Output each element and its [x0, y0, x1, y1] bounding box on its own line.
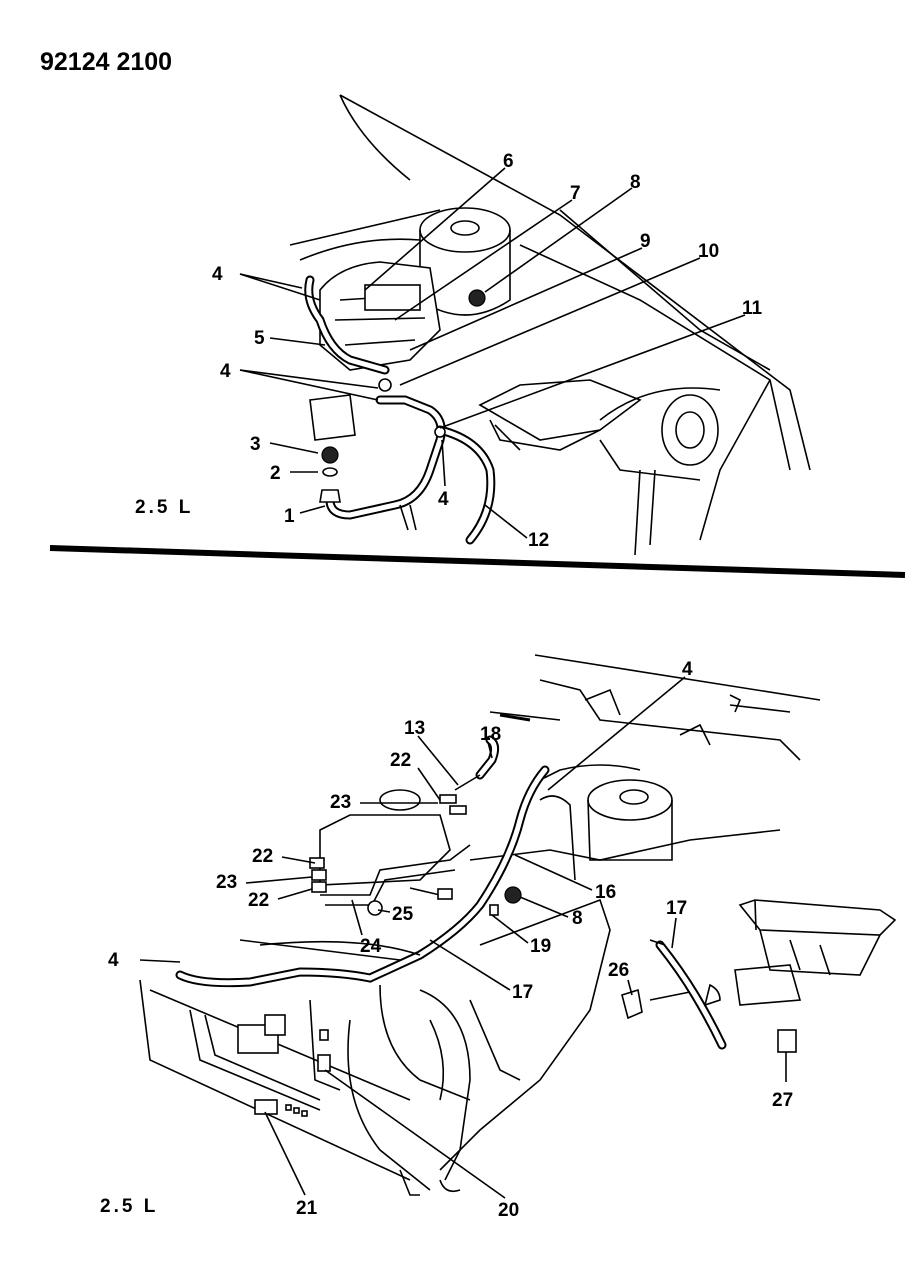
bottom-view-leaders: [139, 676, 787, 1199]
callout-12: 12: [528, 530, 549, 551]
engine-label-bottom: 2.5 L: [100, 1196, 158, 1217]
callout-8: 8: [630, 172, 641, 193]
callout-27: 27: [772, 1090, 793, 1111]
bottom-view-illustration: [139, 654, 897, 1196]
callout-2: 2: [270, 463, 281, 484]
callout-6: 6: [503, 151, 514, 172]
callout-22: 22: [252, 846, 273, 867]
callout-26: 26: [608, 960, 629, 981]
callout-3: 3: [250, 434, 261, 455]
callout-5: 5: [254, 328, 265, 349]
callout-4: 4: [682, 659, 693, 680]
callout-25: 25: [392, 904, 414, 925]
callout-22: 22: [390, 750, 411, 771]
callout-4: 4: [220, 361, 231, 382]
callout-24: 24: [360, 936, 382, 957]
doc-number: 92124 2100: [40, 48, 172, 76]
top-view-illustration: [289, 94, 811, 556]
callout-4: 4: [438, 489, 449, 510]
callout-23: 23: [216, 872, 237, 893]
top-view-callouts: 1 2 3 4 4 5 6 7 8 9 10 11 12 4 2.5 L: [135, 151, 763, 551]
callout-4: 4: [108, 950, 119, 971]
callout-13: 13: [404, 718, 425, 739]
top-view-leaders: [239, 167, 746, 539]
callout-17: 17: [512, 982, 533, 1003]
callout-18: 18: [480, 724, 501, 745]
callout-22: 22: [248, 890, 269, 911]
section-divider: [49, 545, 906, 578]
callout-1: 1: [284, 506, 295, 527]
bottom-view-callouts: 4 13 18 22 23 22 23 22 16 8 25 24 19 4 1…: [100, 659, 793, 1221]
callout-11: 11: [742, 298, 763, 319]
callout-23: 23: [330, 792, 351, 813]
callout-17: 17: [666, 898, 687, 919]
callout-10: 10: [698, 241, 719, 262]
callout-8: 8: [572, 908, 583, 929]
callout-9: 9: [640, 231, 651, 252]
callout-19: 19: [530, 936, 551, 957]
callout-16: 16: [595, 882, 616, 903]
callout-4: 4: [212, 264, 223, 285]
callout-20: 20: [498, 1200, 519, 1221]
callout-7: 7: [570, 183, 581, 204]
callout-21: 21: [296, 1198, 318, 1219]
engine-label-top: 2.5 L: [135, 497, 193, 518]
